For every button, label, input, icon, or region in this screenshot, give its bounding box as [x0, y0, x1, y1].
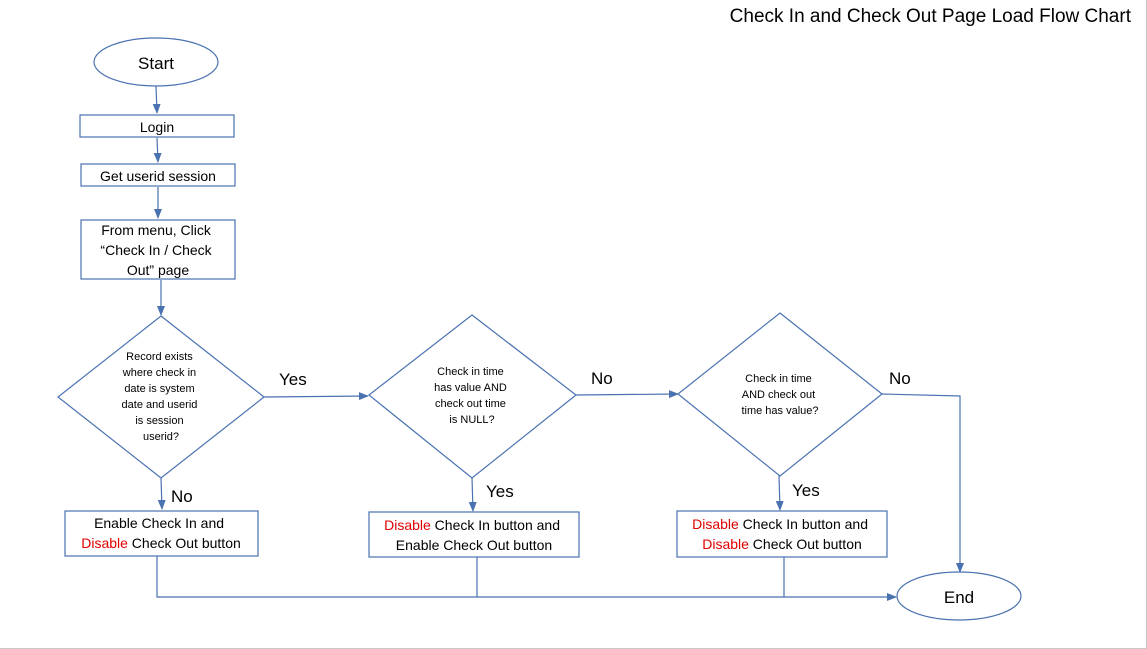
edge-decision2-action2	[468, 477, 477, 512]
login-label: Login	[140, 119, 174, 135]
menu-click-box	[80, 219, 236, 280]
decision1-diamond	[57, 315, 265, 479]
decision3-label: Check in time AND check out time has val…	[741, 373, 818, 417]
edge-login-session	[153, 137, 162, 163]
decision3-diamond	[677, 312, 883, 477]
end-terminal	[896, 571, 1022, 621]
action2-box	[368, 511, 580, 558]
get-session-label: Get userid session	[100, 168, 216, 184]
edge-label-d3-yes: Yes	[792, 481, 820, 500]
action3-label: Disable Check In button and Disable Chec…	[692, 516, 872, 552]
edge-label-d2-no: No	[591, 369, 613, 388]
edge-label-d3-no: No	[889, 369, 911, 388]
action1-label: Enable Check In and Disable Check Out bu…	[81, 515, 241, 551]
connectors	[152, 85, 964, 601]
decision1-label: Record exists where check in date is sys…	[122, 351, 201, 443]
edge-decision3-end	[881, 393, 964, 573]
login-box	[79, 114, 235, 138]
menu-click-label: From menu, Click “Check In / Check Out” …	[100, 222, 215, 278]
action3-box	[676, 510, 888, 558]
start-terminal	[93, 37, 219, 87]
edge-label-d1-no: No	[171, 487, 193, 506]
edge-decision1-decision2	[263, 392, 369, 401]
edge-start-login	[152, 85, 161, 114]
edge-decision3-action3	[775, 475, 784, 511]
decision2-diamond	[368, 314, 577, 479]
get-session-box	[80, 163, 236, 187]
edge-decision2-decision3	[575, 390, 679, 399]
start-label: Start	[138, 54, 174, 73]
action2-label: Disable Check In button and Enable Check…	[384, 517, 564, 553]
edge-label-d1-yes: Yes	[279, 370, 307, 389]
edge-decision1-action1	[157, 477, 166, 510]
edge-actions-end	[156, 556, 897, 601]
end-label: End	[944, 588, 974, 607]
action1-box	[64, 510, 259, 557]
chart-title: Check In and Check Out Page Load Flow Ch…	[729, 6, 1131, 27]
edge-label-d2-yes: Yes	[486, 482, 514, 501]
decision2-label: Check in time has value AND check out ti…	[434, 366, 510, 426]
